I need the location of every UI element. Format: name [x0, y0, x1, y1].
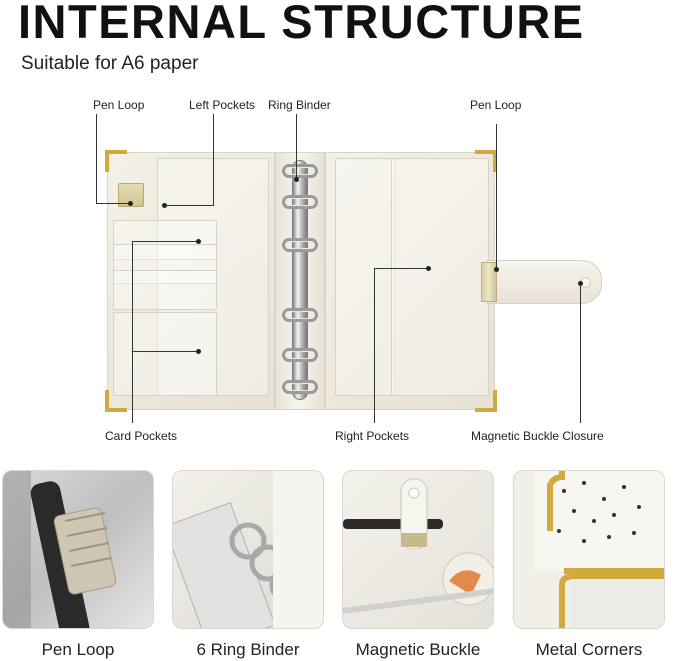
callout-left-pockets: Left Pockets — [189, 98, 256, 112]
right-panel — [325, 152, 495, 410]
feature-caption-ring-binder: 6 Ring Binder — [196, 640, 300, 659]
leader-card-pockets-h1 — [132, 241, 198, 242]
leader-pen-loop-left — [96, 114, 97, 204]
corner-top-right — [475, 150, 497, 172]
feature-tile-magnetic-buckle — [342, 470, 494, 629]
leader-right-pockets-h — [374, 268, 428, 269]
leader-magnetic-buckle — [580, 284, 581, 423]
callout-dot — [162, 203, 167, 208]
ring-binder-photo-icon — [173, 471, 323, 628]
pen-loop-photo-icon — [3, 471, 117, 628]
callout-pen-loop-left: Pen Loop — [93, 98, 145, 112]
leader-card-pockets-h2 — [132, 351, 198, 352]
corner-top-left — [105, 150, 127, 172]
callout-dot — [578, 281, 583, 286]
ring-1 — [282, 164, 318, 178]
leader-right-pockets — [374, 268, 375, 423]
leader-card-pockets — [132, 241, 133, 423]
card-pocket-2 — [113, 244, 217, 284]
leader-ring-binder — [296, 114, 297, 178]
feature-caption-pen-loop: Pen Loop — [41, 640, 115, 659]
feature-tile-ring-binder — [172, 470, 324, 629]
ring-4 — [282, 308, 318, 322]
magnetic-buckle-photo-icon — [343, 478, 493, 614]
ring-2 — [282, 195, 318, 209]
metal-corners-photo-icon — [534, 471, 664, 628]
leader-pen-loop-right — [496, 124, 497, 269]
feature-tile-metal-corners — [513, 470, 665, 629]
callout-dot — [294, 177, 299, 182]
corner-bottom-right — [475, 390, 497, 412]
callout-right-pockets: Right Pockets — [335, 429, 410, 443]
feature-caption-metal-corners: Metal Corners — [535, 640, 643, 659]
callout-ring-binder: Ring Binder — [268, 98, 331, 112]
callout-card-pockets: Card Pockets — [105, 429, 178, 443]
pen-loop-right-graphic — [481, 262, 497, 302]
right-pocket — [335, 158, 395, 396]
callout-dot — [196, 349, 201, 354]
right-pocket-front — [391, 158, 489, 396]
card-pocket-3 — [113, 270, 217, 310]
corner-bottom-left — [105, 390, 127, 412]
ring-5 — [282, 348, 318, 362]
callout-dot — [128, 201, 133, 206]
leader-pen-loop-left-h — [96, 203, 130, 204]
callout-dot — [494, 267, 499, 272]
callout-dot — [196, 239, 201, 244]
feature-caption-magnetic-buckle: Magnetic Buckle — [355, 640, 481, 659]
ring-6 — [282, 380, 318, 394]
callout-pen-loop-right: Pen Loop — [470, 98, 522, 112]
feature-tile-pen-loop — [2, 470, 154, 629]
ring-mechanism — [282, 160, 318, 400]
leader-left-pockets — [213, 114, 214, 206]
binder-diagram — [105, 150, 602, 412]
ring-3 — [282, 238, 318, 252]
ring-rail — [292, 160, 308, 400]
leader-left-pockets-h — [165, 205, 213, 206]
page-title: INTERNAL STRUCTURE — [18, 0, 585, 48]
callout-dot — [426, 266, 431, 271]
page-subtitle: Suitable for A6 paper — [21, 53, 199, 74]
callout-magnetic-buckle-closure: Magnetic Buckle Closure — [471, 429, 604, 443]
card-pocket-4 — [113, 312, 217, 396]
